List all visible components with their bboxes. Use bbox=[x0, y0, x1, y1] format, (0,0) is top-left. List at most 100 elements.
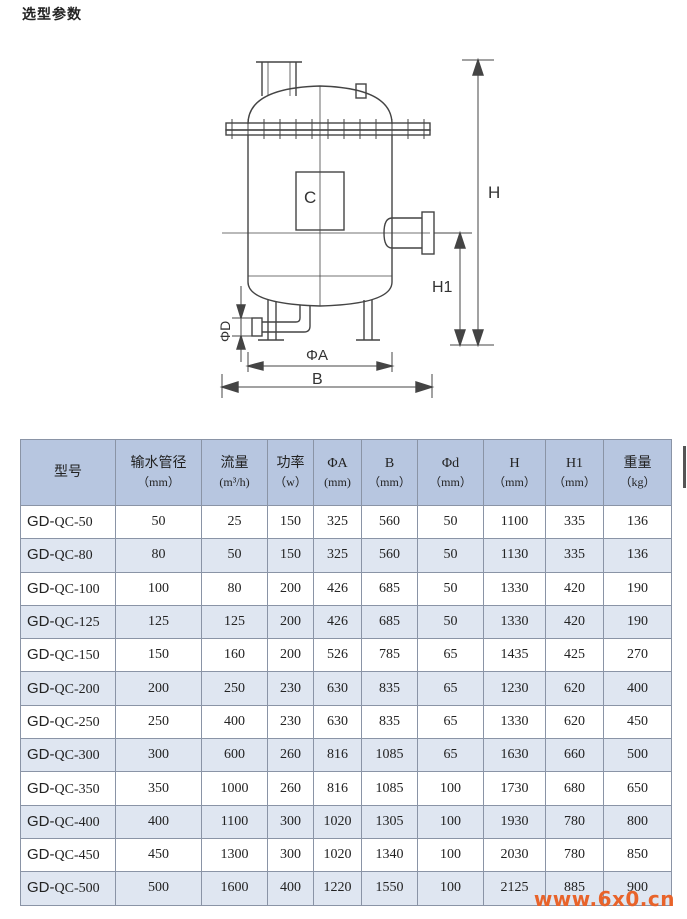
model-suffix: QC-50 bbox=[54, 515, 93, 531]
column-header-unit: （mm） bbox=[137, 474, 180, 489]
cell-weight: 190 bbox=[603, 604, 672, 640]
cell-h1: 425 bbox=[545, 638, 604, 673]
column-header-name: H1 bbox=[565, 455, 584, 471]
cell-d: 100 bbox=[417, 771, 484, 806]
column-header-name: 功率 bbox=[276, 455, 305, 471]
cell-d: 50 bbox=[417, 504, 484, 540]
cell-dn: 400 bbox=[115, 804, 202, 839]
model-cell: GD-QC-100 bbox=[20, 571, 116, 606]
model-prefix: GD- bbox=[27, 746, 55, 764]
cell-weight: 136 bbox=[603, 504, 672, 540]
cell-flow: 80 bbox=[201, 571, 268, 606]
model-prefix: GD- bbox=[27, 679, 55, 697]
cell-h: 1630 bbox=[483, 738, 546, 773]
column-header: 功率（w） bbox=[267, 439, 314, 506]
cell-d: 65 bbox=[417, 738, 484, 773]
column-header: 型号 bbox=[20, 439, 116, 506]
cell-dn: 150 bbox=[115, 638, 202, 673]
model-suffix: QC-200 bbox=[54, 681, 100, 697]
cell-dn: 100 bbox=[115, 571, 202, 606]
cell-a: 630 bbox=[313, 704, 362, 740]
model-cell: GD-QC-350 bbox=[20, 771, 116, 806]
cell-weight: 900 bbox=[603, 871, 672, 906]
cell-h1: 780 bbox=[545, 804, 604, 839]
cell-power: 150 bbox=[267, 504, 314, 540]
cell-b: 1085 bbox=[361, 738, 418, 773]
cell-weight: 136 bbox=[603, 538, 672, 573]
cell-dn: 80 bbox=[115, 538, 202, 573]
column-header-name: 输水管径 bbox=[130, 455, 187, 471]
column-header-unit: （mm） bbox=[368, 474, 411, 489]
model-suffix: QC-100 bbox=[54, 581, 100, 597]
model-prefix: GD- bbox=[27, 779, 55, 797]
model-cell: GD-QC-400 bbox=[20, 804, 116, 839]
cell-weight: 190 bbox=[603, 571, 672, 606]
column-header: 输水管径 （mm） bbox=[115, 439, 202, 506]
column-header-name: Φd bbox=[441, 455, 460, 471]
cell-d: 100 bbox=[417, 837, 484, 873]
model-prefix: GD- bbox=[27, 812, 55, 830]
cell-weight: 450 bbox=[603, 704, 672, 740]
cell-a: 1020 bbox=[313, 837, 362, 873]
model-prefix: GD- bbox=[27, 613, 55, 631]
cell-h1: 660 bbox=[545, 738, 604, 773]
cell-b: 835 bbox=[361, 704, 418, 740]
cell-b: 685 bbox=[361, 571, 418, 606]
cell-power: 300 bbox=[267, 837, 314, 873]
model-suffix: QC-150 bbox=[54, 648, 100, 664]
cell-h: 1435 bbox=[483, 638, 546, 673]
column-header-unit: （kg） bbox=[619, 474, 656, 489]
cell-flow: 1000 bbox=[201, 771, 268, 806]
model-suffix: QC-400 bbox=[54, 814, 100, 830]
cell-b: 1550 bbox=[361, 871, 418, 906]
column-header-name: H bbox=[509, 455, 520, 471]
cell-weight: 850 bbox=[603, 837, 672, 873]
cell-h: 2125 bbox=[483, 871, 546, 906]
cell-dn: 500 bbox=[115, 871, 202, 906]
column-header: B（mm） bbox=[361, 439, 418, 506]
cell-d: 50 bbox=[417, 571, 484, 606]
cell-a: 426 bbox=[313, 571, 362, 606]
column-header-name: 型号 bbox=[54, 465, 82, 480]
cell-dn: 450 bbox=[115, 837, 202, 873]
cell-a: 1020 bbox=[313, 804, 362, 839]
model-prefix: GD- bbox=[27, 546, 55, 564]
model-suffix: QC-450 bbox=[54, 848, 100, 864]
model-cell: GD-QC-500 bbox=[20, 871, 116, 906]
spec-table: 型号输水管径（mm）流量(m³/h)功率（w）ΦA(mm)B（mm）Φd（mm）… bbox=[20, 439, 672, 906]
cell-h: 1230 bbox=[483, 671, 546, 706]
column-header: ΦA(mm) bbox=[313, 439, 362, 506]
model-suffix: QC-300 bbox=[54, 748, 100, 764]
label-phi-d: ΦD bbox=[217, 321, 233, 342]
cell-d: 65 bbox=[417, 704, 484, 740]
model-prefix: GD- bbox=[27, 579, 55, 597]
cell-flow: 1300 bbox=[201, 837, 268, 873]
cell-dn: 350 bbox=[115, 771, 202, 806]
cell-d: 100 bbox=[417, 871, 484, 906]
cell-b: 685 bbox=[361, 604, 418, 640]
cell-h: 1330 bbox=[483, 571, 546, 606]
cell-b: 1340 bbox=[361, 837, 418, 873]
cell-power: 230 bbox=[267, 671, 314, 706]
label-c: C bbox=[304, 188, 316, 207]
cell-power: 230 bbox=[267, 704, 314, 740]
model-prefix: GD- bbox=[27, 879, 55, 897]
cell-b: 785 bbox=[361, 638, 418, 673]
column-header-unit: （mm） bbox=[493, 474, 536, 489]
cell-weight: 270 bbox=[603, 638, 672, 673]
cell-flow: 25 bbox=[201, 504, 268, 540]
model-suffix: QC-350 bbox=[54, 781, 100, 797]
edge-marker bbox=[683, 446, 686, 488]
cell-flow: 50 bbox=[201, 538, 268, 573]
cell-power: 150 bbox=[267, 538, 314, 573]
cell-h: 1330 bbox=[483, 704, 546, 740]
